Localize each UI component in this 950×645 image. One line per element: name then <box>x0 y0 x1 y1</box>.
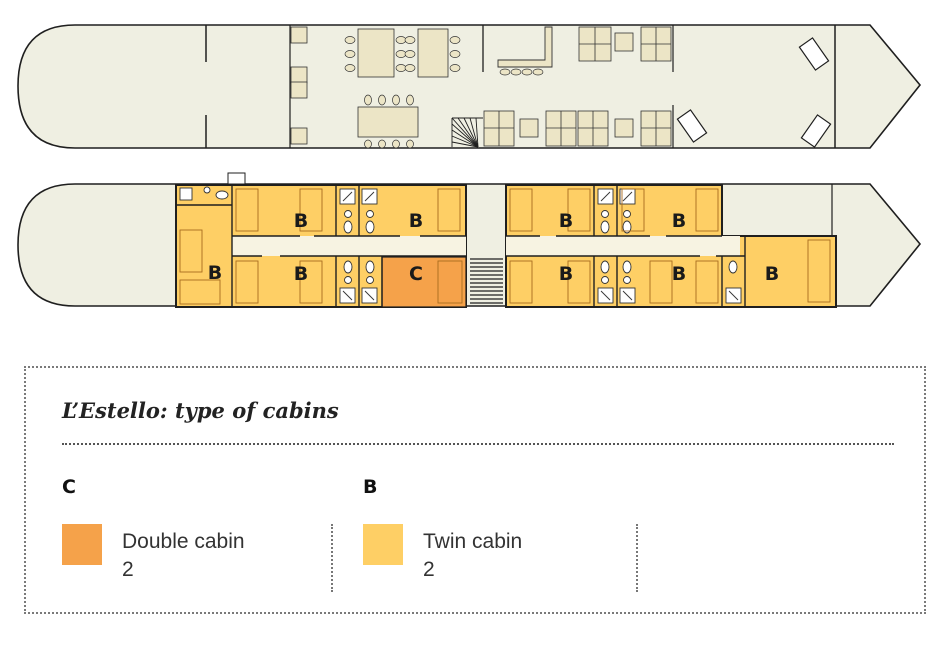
legend-count: 2 <box>122 558 134 581</box>
legend-swatch-double <box>62 524 102 565</box>
lounge-seating <box>483 110 672 147</box>
legend-item-double: C Double cabin 2 <box>62 476 245 581</box>
legend-swatch-twin <box>363 524 403 565</box>
legend-count: 2 <box>423 558 435 581</box>
cabin-code: B <box>294 263 308 285</box>
legend-separator <box>331 524 333 592</box>
corridor <box>506 236 740 256</box>
cabin-double <box>381 256 467 308</box>
legend-code: C <box>62 476 76 498</box>
legend-label-text: Twin cabin <box>423 530 523 553</box>
sun-lounger <box>676 37 832 148</box>
legend-label-text: Double cabin <box>122 530 245 553</box>
cabin-code: B <box>559 263 573 285</box>
legend-separator <box>636 524 638 592</box>
cabin-block-forward: B B B B B <box>505 184 837 308</box>
lower-deck: B B B B C <box>17 172 922 308</box>
upper-deck-hull <box>17 24 922 149</box>
cabin-block-aft: B B B B C <box>175 184 467 308</box>
cabin-legend: L’Estello: type of cabins C Double cabin… <box>24 366 926 614</box>
bar-counter <box>497 26 553 68</box>
cabin-code: B <box>208 262 222 284</box>
legend-label: Double cabin 2 <box>122 528 245 584</box>
legend-title: L’Estello: type of cabins <box>62 398 339 423</box>
cabin-code: B <box>294 210 308 232</box>
cabin-code: B <box>409 210 423 232</box>
legend-label: Twin cabin 2 <box>423 528 522 584</box>
cabin-code: C <box>409 263 423 285</box>
dining-table <box>357 94 419 149</box>
upper-deck <box>17 24 922 149</box>
legend-code: B <box>363 476 378 498</box>
lounge-seating <box>578 26 672 62</box>
cabin-code: B <box>672 210 686 232</box>
deck-plan: B B B B C <box>17 24 922 308</box>
dining-table <box>344 28 407 78</box>
staircase <box>470 258 503 304</box>
cabin-code: B <box>765 263 779 285</box>
dining-table <box>404 28 461 78</box>
cabin-code: B <box>672 263 686 285</box>
legend-divider <box>62 443 894 445</box>
cabin-code: B <box>559 210 573 232</box>
corridor <box>232 236 466 256</box>
legend-item-twin: B Twin cabin 2 <box>363 476 522 581</box>
staircase <box>451 117 483 148</box>
